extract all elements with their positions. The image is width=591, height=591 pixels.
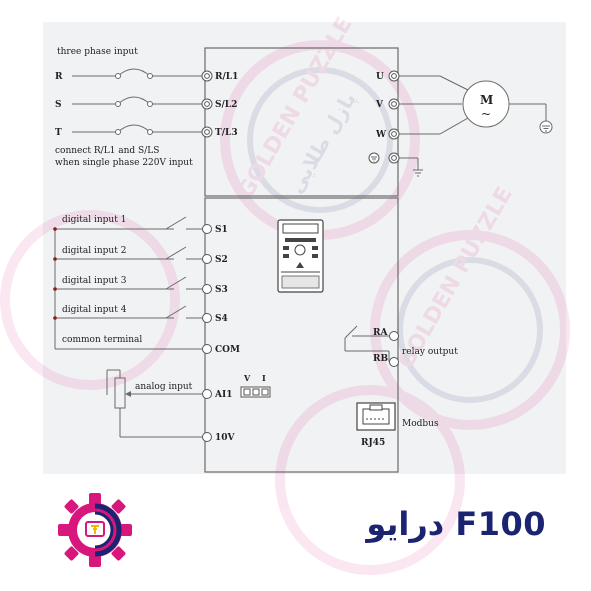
svg-text:10V: 10V: [215, 433, 236, 443]
relay-output-label: relay output: [402, 347, 458, 357]
rj45-port-icon: [356, 402, 396, 431]
terminal-s2: S2: [202, 254, 228, 265]
phase-T-line: T: [55, 124, 203, 138]
svg-text:S/L2: S/L2: [215, 100, 237, 110]
svg-text:U: U: [376, 72, 384, 82]
terminal-rl1: R/L1: [201, 70, 238, 82]
pe-ground-icon-left: [368, 152, 380, 164]
analog-potentiometer: [106, 369, 203, 438]
svg-text:R/L1: R/L1: [215, 72, 238, 82]
svg-text:M: M: [480, 93, 493, 107]
svg-text:S3: S3: [215, 285, 228, 295]
terminal-rb: RB: [373, 354, 388, 364]
digital-input-3: digital input 3: [53, 276, 203, 291]
svg-text:AI1: AI1: [214, 390, 232, 400]
pe-terminal-right: [388, 152, 400, 164]
terminal-ai1: AI1: [202, 389, 232, 400]
terminal-tl3: T/L3: [201, 126, 238, 138]
digital-input-4-label: digital input 4: [62, 305, 127, 315]
digital-input-1: digital input 1: [53, 215, 203, 231]
terminal-s1: S1: [202, 224, 228, 235]
single-phase-note-line2: when single phase 220V input: [55, 158, 193, 168]
digital-input-3-label: digital input 3: [62, 276, 127, 286]
single-phase-note-line1: connect R/L1 and S/LS: [55, 146, 159, 156]
digital-input-2: digital input 2: [53, 246, 203, 261]
power-section-box: [204, 47, 399, 197]
modbus-label: Modbus: [402, 419, 439, 429]
svg-text:S2: S2: [215, 255, 228, 265]
digital-input-4: digital input 4: [53, 305, 203, 320]
i-switch-label: I: [262, 373, 266, 383]
phase-R-line: R: [55, 68, 203, 82]
relay-output: RA RB relay output: [344, 325, 458, 367]
vi-jumper-switch: V I: [240, 373, 271, 398]
terminal-s3: S3: [202, 284, 228, 295]
phase-R-label: R: [55, 72, 63, 82]
terminal-ra: RA: [373, 328, 388, 338]
phase-S-label: S: [55, 100, 62, 110]
common-terminal-label: common terminal: [62, 335, 142, 345]
drive-keypad-icon: [277, 219, 324, 293]
digital-input-2-label: digital input 2: [62, 246, 126, 256]
three-phase-input-label: three phase input: [57, 47, 138, 57]
common-terminal-line: common terminal: [55, 335, 203, 350]
phase-T-label: T: [55, 128, 62, 138]
svg-text:W: W: [375, 130, 387, 140]
svg-text:T/L3: T/L3: [215, 128, 238, 138]
terminal-v: V: [375, 98, 400, 110]
terminal-sl2: S/L2: [201, 98, 237, 110]
gear-logo-icon: [58, 493, 132, 567]
svg-text:COM: COM: [215, 345, 240, 355]
svg-text:V: V: [375, 100, 384, 110]
motor-icon: M ~: [462, 80, 510, 128]
analog-input-label: analog input: [135, 382, 193, 392]
svg-text:S4: S4: [215, 314, 228, 324]
terminal-s4: S4: [202, 313, 228, 324]
svg-text:S1: S1: [215, 225, 228, 235]
ground-icon: [539, 120, 553, 134]
terminal-com: COM: [202, 344, 240, 355]
digital-input-1-label: digital input 1: [62, 215, 126, 225]
product-title: درایو F100: [366, 505, 546, 543]
svg-text:~: ~: [481, 107, 491, 121]
phase-S-line: S: [55, 96, 203, 110]
v-switch-label: V: [243, 373, 251, 383]
watermark-brand-en-2: GOLDEN PUZZLE: [394, 183, 518, 373]
terminal-10v: 10V: [202, 432, 236, 443]
pe-ground-icon: [413, 169, 423, 177]
rj45-label: RJ45: [361, 438, 385, 448]
